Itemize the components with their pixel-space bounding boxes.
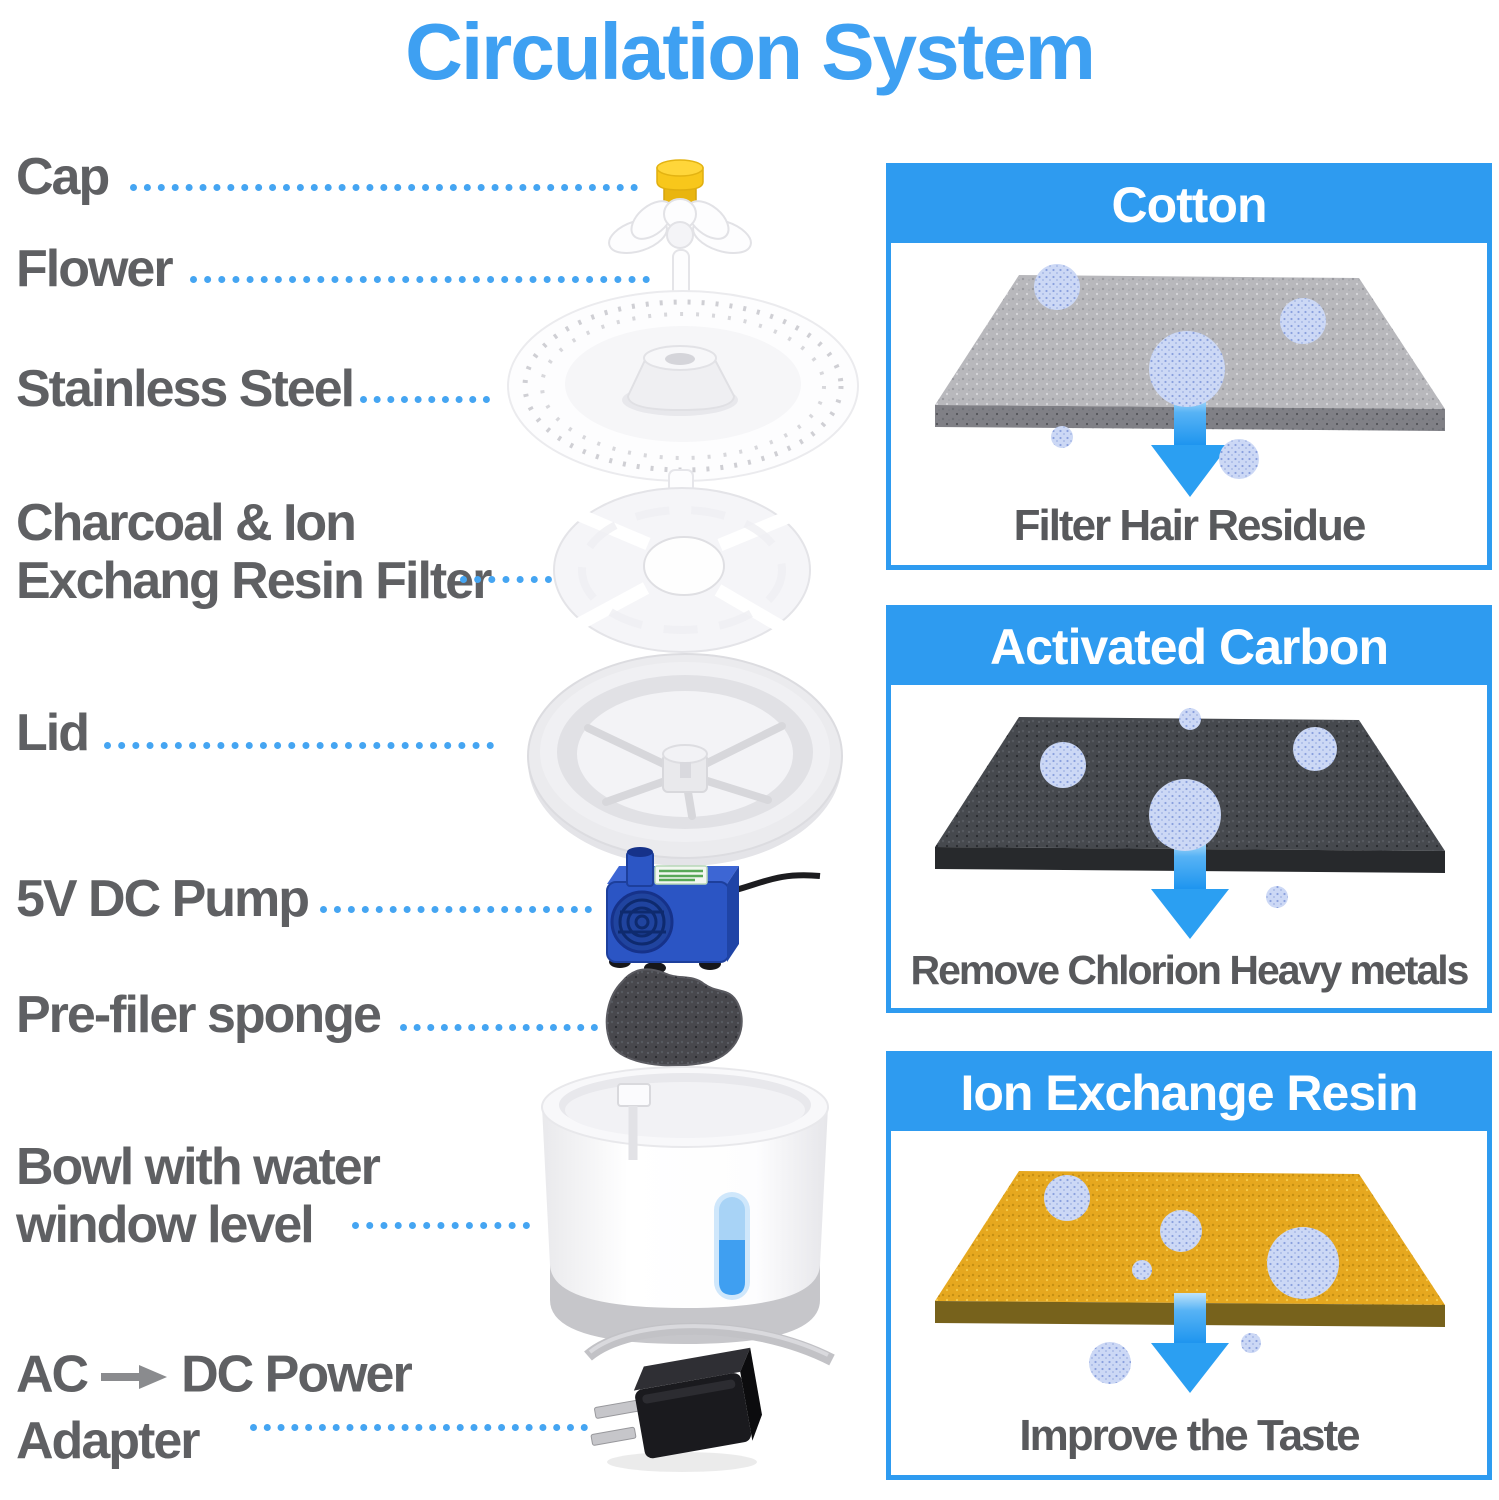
part-label-text: Pre-filer sponge [16, 986, 382, 1044]
pump-illustration [606, 847, 821, 974]
exploded-fountain-illustration [507, 159, 859, 1472]
leader-line-flower [190, 276, 650, 283]
part-label-text: Stainless Steel [16, 360, 355, 418]
part-label-cap: Cap [16, 148, 110, 206]
charcoal-resin-filter-illustration [553, 469, 811, 653]
panel-cotton-header: Cotton [891, 168, 1487, 243]
stainless-steel-plate-illustration [507, 290, 859, 482]
leader-line-bowl [352, 1222, 530, 1229]
residue-particles [1040, 708, 1337, 908]
ac-to-dc-arrow-icon [101, 1344, 168, 1402]
resin-layer-illustration [935, 1171, 1445, 1393]
part-label-bowl: Bowl with water window level [16, 1138, 381, 1254]
panel-activated-carbon-header: Activated Carbon [891, 610, 1487, 685]
part-label-lid: Lid [16, 704, 90, 762]
flower-illustration [608, 198, 752, 255]
part-label-text: Lid [16, 704, 90, 762]
part-label-text: window level [16, 1196, 315, 1254]
cotton-layer-illustration [935, 264, 1445, 497]
leader-line-stainless-steel [360, 396, 490, 403]
part-label-text: Exchang Resin Filter [16, 552, 492, 610]
bowl-illustration [541, 1066, 829, 1344]
lid-illustration [527, 653, 843, 866]
part-label-text: AC DC Power [16, 1344, 413, 1412]
carbon-layer-illustration [935, 708, 1445, 939]
flow-arrow-icon [1151, 839, 1229, 939]
leader-line-cap [130, 184, 638, 191]
power-adapter-illustration [590, 1347, 762, 1472]
part-label-text: Adapter [16, 1412, 200, 1470]
part-label-flower: Flower [16, 240, 174, 298]
residue-particles [1044, 1175, 1339, 1384]
part-label-sponge: Pre-filer sponge [16, 986, 382, 1044]
part-label-text: Flower [16, 240, 174, 298]
page-title: Circulation System [405, 7, 1096, 96]
panel-cotton-caption: Filter Hair Residue [1013, 501, 1367, 550]
flow-arrow-icon [1151, 1293, 1229, 1393]
panel-ion-exchange-resin-caption: Improve the Taste [1019, 1411, 1360, 1460]
panel-activated-carbon-caption: Remove Chlorion Heavy metals [910, 947, 1470, 993]
part-label-filter: Charcoal & Ion Exchang Resin Filter [16, 494, 492, 610]
leader-line-lid [104, 742, 494, 749]
adapter-label-ac: AC [16, 1345, 89, 1404]
leader-line-filter [460, 576, 552, 583]
residue-particles [1034, 264, 1326, 479]
part-label-stainless-steel: Stainless Steel [16, 360, 355, 418]
flow-arrow-icon [1151, 395, 1229, 497]
leader-line-pump [320, 906, 592, 913]
part-label-text: 5V DC Pump [16, 870, 310, 928]
panel-activated-carbon: Activated Carbon Remove Chlorion Heavy m… [886, 605, 1492, 1013]
panel-cotton: Cotton Filter Hair Residue [886, 163, 1492, 570]
sponge-illustration [605, 968, 743, 1067]
part-label-text: Bowl with water [16, 1138, 381, 1196]
part-label-pump: 5V DC Pump [16, 870, 310, 928]
part-label-text: Cap [16, 148, 110, 206]
leader-line-adapter [250, 1424, 588, 1431]
adapter-label-dc-power: DC Power [181, 1345, 413, 1404]
panel-ion-exchange-resin: Ion Exchange Resin Improve the Taste [886, 1051, 1492, 1480]
part-label-adapter: AC DC Power Adapter [16, 1344, 413, 1470]
power-cable [584, 1322, 835, 1366]
part-label-text: Charcoal & Ion [16, 494, 357, 552]
leader-line-sponge [400, 1024, 598, 1031]
panel-ion-exchange-resin-header: Ion Exchange Resin [891, 1056, 1487, 1131]
